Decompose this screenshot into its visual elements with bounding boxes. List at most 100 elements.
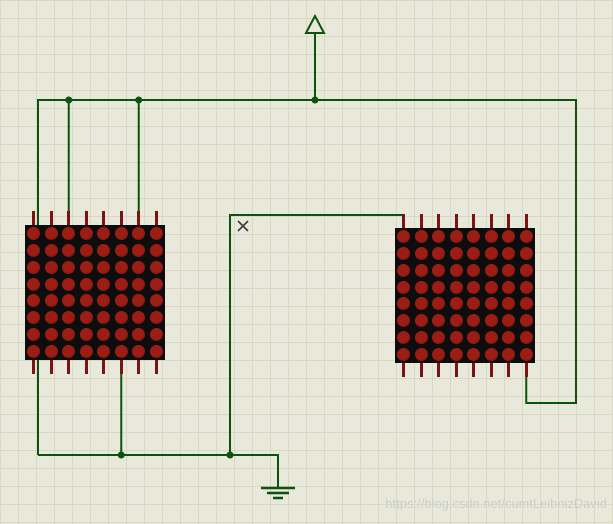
led-dot <box>449 246 463 260</box>
led-dot <box>27 328 41 342</box>
led-dot <box>519 348 533 362</box>
matrix-pin <box>524 214 528 228</box>
led-dot <box>467 229 481 243</box>
led-dot <box>449 297 463 311</box>
led-dot <box>44 260 58 274</box>
wire-bottom-bus[interactable] <box>38 454 279 487</box>
led-dot <box>62 294 76 308</box>
led-dot <box>414 280 428 294</box>
led-dot <box>44 277 58 291</box>
led-dot <box>397 297 411 311</box>
led-dot <box>449 229 463 243</box>
led-dot <box>414 229 428 243</box>
led-dot <box>44 328 58 342</box>
led-dot <box>502 246 516 260</box>
led-dot <box>62 345 76 359</box>
led-dot <box>79 311 93 325</box>
matrix-body <box>395 228 535 363</box>
matrix-pins-bottom <box>395 363 535 377</box>
led-dot <box>79 243 93 257</box>
wire-middle-branch[interactable] <box>229 214 404 455</box>
led-dot-matrix-right[interactable] <box>395 214 535 377</box>
led-dot <box>519 263 533 277</box>
led-dot <box>502 297 516 311</box>
led-dot <box>97 260 111 274</box>
led-dot <box>432 297 446 311</box>
led-dot <box>79 328 93 342</box>
junction-dot <box>311 96 319 104</box>
power-terminal-icon[interactable] <box>304 13 326 34</box>
led-dot <box>519 280 533 294</box>
led-dot <box>432 314 446 328</box>
led-dot <box>484 297 498 311</box>
led-dot <box>467 314 481 328</box>
wire-main-loop[interactable] <box>37 99 577 455</box>
led-dot <box>149 345 163 359</box>
led-dot <box>397 331 411 345</box>
ground-terminal-icon[interactable] <box>261 486 295 500</box>
matrix-pin <box>489 363 493 377</box>
led-dot <box>149 328 163 342</box>
led-dot <box>114 311 128 325</box>
junction-dot <box>226 451 234 459</box>
led-dot <box>519 297 533 311</box>
led-dot <box>132 345 146 359</box>
led-dot <box>519 246 533 260</box>
led-dot <box>97 226 111 240</box>
led-dot <box>44 226 58 240</box>
led-dot <box>27 277 41 291</box>
led-dot <box>502 229 516 243</box>
led-dot <box>149 311 163 325</box>
led-dot <box>397 314 411 328</box>
led-dot <box>132 243 146 257</box>
matrix-pin <box>119 360 123 374</box>
matrix-pin <box>119 211 123 225</box>
led-dot <box>449 314 463 328</box>
led-dot-matrix-left[interactable] <box>25 211 165 374</box>
junction-dot <box>117 451 125 459</box>
matrix-pin <box>419 214 423 228</box>
matrix-pin <box>402 363 406 377</box>
led-dot <box>132 294 146 308</box>
led-dot <box>432 348 446 362</box>
matrix-pin <box>454 363 458 377</box>
matrix-pin <box>32 211 36 225</box>
matrix-pin <box>489 214 493 228</box>
led-dot <box>449 280 463 294</box>
led-dot <box>114 328 128 342</box>
led-dot <box>27 226 41 240</box>
matrix-pin <box>154 211 158 225</box>
led-dot <box>467 246 481 260</box>
led-dot <box>484 314 498 328</box>
led-dot <box>44 294 58 308</box>
led-dot <box>114 277 128 291</box>
led-dot <box>132 226 146 240</box>
led-dot <box>414 348 428 362</box>
led-dot <box>79 294 93 308</box>
led-dot <box>432 246 446 260</box>
led-dot <box>114 226 128 240</box>
led-dot <box>414 331 428 345</box>
matrix-body <box>25 225 165 360</box>
led-dot <box>484 229 498 243</box>
led-dot <box>97 294 111 308</box>
matrix-pin <box>137 360 141 374</box>
led-dot <box>397 263 411 277</box>
matrix-pin <box>67 211 71 225</box>
junction-dot <box>65 96 73 104</box>
matrix-pin <box>524 363 528 377</box>
led-dot <box>484 246 498 260</box>
led-dot <box>62 260 76 274</box>
led-dot <box>97 345 111 359</box>
matrix-pin <box>419 363 423 377</box>
matrix-pins-top <box>395 214 535 228</box>
led-dot <box>449 348 463 362</box>
led-dot <box>467 297 481 311</box>
matrix-pin <box>454 214 458 228</box>
matrix-pin <box>507 214 511 228</box>
led-dot <box>149 294 163 308</box>
led-dot <box>97 311 111 325</box>
led-dot <box>132 328 146 342</box>
led-dot <box>414 246 428 260</box>
